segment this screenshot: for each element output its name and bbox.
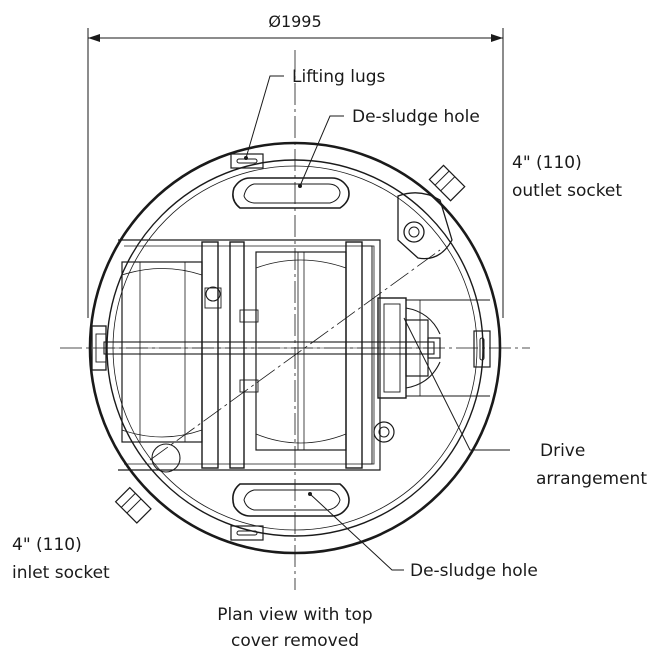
label-drive: Drive [540,441,585,461]
lifting-lug-bottom [230,525,264,541]
label-arrangement: arrangement [536,469,647,489]
left-pipe-fitting [91,325,107,371]
drive-arrangement [377,297,490,399]
inlet-socket [114,443,181,524]
label-outlet-socket: outlet socket [512,181,622,201]
label-inlet-size: 4" (110) [12,535,82,555]
desludge-hole-top [232,177,350,209]
label-lifting-lugs: Lifting lugs [292,67,386,87]
outlet-socket [397,164,466,260]
caption-line-2: cover removed [231,631,359,651]
label-desludge-hole-top: De-sludge hole [352,107,480,127]
label-outlet-size: 4" (110) [512,153,582,173]
outer-tank-shell [88,141,502,555]
leader-lines [245,75,510,571]
diameter-dimension-label: Ø1995 [268,12,321,31]
label-desludge-hole-bottom: De-sludge hole [410,561,538,581]
internal-fittings [204,286,395,443]
label-inlet-socket: inlet socket [12,563,110,583]
rotor-drum-left [121,261,203,443]
rotor-shaft [103,341,435,355]
caption-line-1: Plan view with top [217,605,372,625]
diameter-dimension: Ø1995 [87,12,504,318]
desludge-hole-bottom [232,483,350,517]
lifting-lug-right [473,330,491,368]
rotor-drum-right [255,251,347,451]
